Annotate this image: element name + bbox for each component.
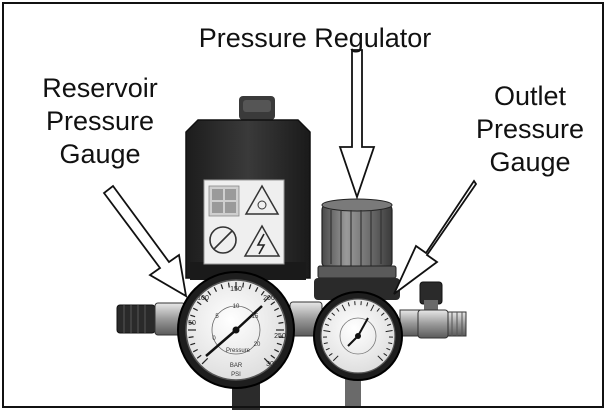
gauge-unit-bar: BAR bbox=[230, 363, 243, 369]
outlet-label-line-2: Pressure bbox=[475, 114, 585, 144]
gauge-tick bbox=[207, 290, 212, 296]
gauge-tick bbox=[278, 321, 284, 324]
gauge-tick bbox=[370, 304, 375, 312]
outlet-gauge-label: Outlet Pressure Gauge bbox=[455, 80, 605, 179]
gauge-tick bbox=[248, 284, 252, 290]
gauge-tick bbox=[278, 336, 284, 339]
gauge-tick bbox=[276, 342, 282, 346]
gauge-tick bbox=[254, 286, 259, 292]
gauge-tick bbox=[270, 354, 276, 359]
gauge-tick bbox=[274, 307, 280, 312]
gauge-tick bbox=[376, 308, 380, 312]
inner-scale-0: 0 bbox=[212, 336, 216, 342]
gauge-tick bbox=[227, 282, 230, 288]
gauge-tick bbox=[213, 286, 218, 292]
gauge-tick bbox=[324, 323, 330, 326]
arrow-regulator bbox=[338, 49, 376, 200]
pressure-switch-housing bbox=[185, 96, 311, 280]
reservoir-gauge-needle bbox=[205, 329, 237, 357]
gauge-tick bbox=[328, 353, 333, 357]
gauge-tick bbox=[196, 354, 202, 359]
scale-label-300: 300 bbox=[266, 361, 278, 368]
reservoir-label-line-2: Pressure bbox=[45, 106, 155, 136]
gauge-tick bbox=[260, 290, 265, 296]
gauge-tick bbox=[196, 301, 202, 306]
gauge-brand-text: Pressure bbox=[226, 348, 251, 354]
outlet-pressure-gauge bbox=[313, 291, 403, 381]
pressure-regulator-label: Pressure Regulator bbox=[198, 23, 432, 53]
inner-scale-5: 5 bbox=[215, 314, 219, 320]
diagram-frame bbox=[2, 2, 604, 408]
gauge-tick bbox=[341, 304, 346, 312]
scale-label-150: 150 bbox=[230, 286, 242, 293]
scale-label-100: 100 bbox=[197, 295, 209, 302]
gauge-tick bbox=[386, 323, 392, 326]
gauge-tick bbox=[323, 330, 331, 333]
gauge-tick bbox=[384, 317, 389, 321]
scale-label-200: 200 bbox=[263, 295, 275, 302]
gauge-tick bbox=[188, 321, 194, 324]
gauge-tick bbox=[336, 308, 340, 312]
inner-scale-20: 20 bbox=[254, 342, 261, 348]
gauge-tick bbox=[192, 348, 198, 353]
scale-label-250: 250 bbox=[274, 333, 286, 340]
warning-triangle-icon bbox=[244, 184, 280, 215]
outlet-fitting bbox=[399, 281, 467, 339]
gauge-tick bbox=[263, 295, 271, 303]
gauge-tick bbox=[385, 330, 393, 333]
gauge-tick bbox=[325, 347, 330, 351]
gauge-tick bbox=[220, 284, 224, 290]
arrow-outlet bbox=[393, 179, 478, 295]
electric-hazard-icon bbox=[243, 224, 281, 257]
gauge-tick bbox=[377, 355, 384, 362]
gauge-tick bbox=[383, 353, 388, 357]
outlet-label-line-3: Gauge bbox=[489, 147, 571, 177]
gauge-tick bbox=[190, 342, 196, 346]
gauge-tick bbox=[192, 307, 198, 312]
gauge-tick bbox=[201, 295, 209, 303]
scale-label-50: 50 bbox=[188, 320, 196, 327]
gauge-unit-psi: PSI bbox=[231, 372, 241, 378]
gauge-tick bbox=[388, 342, 393, 345]
inner-scale-15: 15 bbox=[252, 314, 259, 320]
regulator-knob bbox=[314, 198, 400, 300]
gauge-tick bbox=[201, 357, 209, 365]
gauge-tick bbox=[347, 302, 350, 307]
gauge-tick bbox=[188, 336, 194, 339]
reservoir-pressure-gauge: 150 100 200 50 250 300 10 5 15 0 20 Pres… bbox=[177, 271, 295, 389]
gauge-tick bbox=[270, 301, 276, 306]
outlet-label-line-1: Outlet bbox=[493, 81, 567, 111]
gauge-tick bbox=[263, 357, 271, 365]
reservoir-gauge-label: Reservoir Pressure Gauge bbox=[8, 72, 192, 171]
prohibition-icon bbox=[209, 226, 237, 254]
gauge-tick bbox=[380, 312, 385, 316]
reservoir-label-line-1: Reservoir bbox=[42, 73, 158, 103]
gauge-tick bbox=[366, 302, 369, 307]
reservoir-label-line-3: Gauge bbox=[59, 139, 141, 169]
gauge-tick bbox=[276, 314, 282, 318]
gauge-tick bbox=[190, 314, 196, 318]
inner-scale-10: 10 bbox=[233, 304, 240, 310]
gauge-tick bbox=[331, 312, 336, 316]
gauge-tick bbox=[242, 282, 245, 288]
gauge-tick bbox=[274, 348, 280, 353]
gauge-tick bbox=[386, 347, 391, 351]
gauge-tick bbox=[323, 342, 328, 345]
gauge-tick bbox=[327, 317, 332, 321]
arrow-reservoir bbox=[102, 184, 188, 298]
gauge-tick bbox=[332, 355, 339, 362]
